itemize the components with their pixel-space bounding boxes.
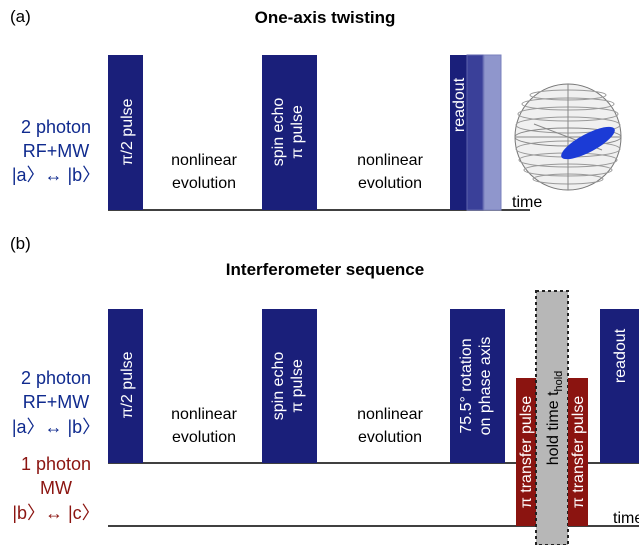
- panel-a-readout-pulse: [450, 55, 467, 210]
- panel-a-side-label-line3: |a〉↔ |b〉: [12, 165, 100, 185]
- panel-b-rotation-line1: 75.5° rotation: [458, 338, 475, 433]
- panel-b-pi-half-pulse: [108, 309, 143, 463]
- panel-a-readout-block-2: [466, 54, 484, 211]
- panel-a-side-label-line2: RF+MW: [23, 141, 90, 161]
- panel-a-readout-label: readout: [451, 77, 468, 132]
- panel-b-rotation-pulse: [450, 309, 505, 463]
- panel-a-spin-echo-line1: spin echo: [270, 98, 287, 167]
- panel-b-pi-half-pulse-label: π/2 pulse: [119, 351, 136, 418]
- panel-b-transfer-pulse-2: [568, 378, 588, 526]
- panel-b-evolution-1-line2: evolution: [172, 429, 236, 446]
- panel-a-evolution-2-line2: evolution: [358, 175, 422, 192]
- panel-a-pi-half-pulse-label: π/2 pulse: [119, 98, 136, 165]
- panel-b-blue-label-line1: 2 photon: [21, 368, 91, 388]
- panel-b-red-label-line1: 1 photon: [21, 454, 91, 474]
- panel-a-readout-block-3: [483, 54, 502, 211]
- squeezed-state-ellipse: [561, 126, 615, 160]
- panel-b-readout-pulse: [600, 309, 639, 463]
- panel-b-hold-time-label-group: hold time thold: [545, 371, 565, 466]
- panel-b-spin-echo-line2: π pulse: [289, 359, 306, 413]
- panel-b-blue-label-line3: |a〉↔ |b〉: [12, 417, 100, 437]
- panel-b-rotation-line2: on phase axis: [477, 337, 494, 436]
- panel-b-readout-label: readout: [612, 328, 629, 383]
- panel-b-red-label-line3: |b〉↔ |c〉: [12, 503, 99, 523]
- panel-b-hold-time-main: hold time t: [545, 391, 562, 465]
- panel-b-transfer-pulse-1: [516, 378, 536, 526]
- panel-b-time-label: time: [613, 510, 639, 527]
- panel-b-transfer-pulse-2-label: π transfer pulse: [570, 396, 587, 509]
- panel-b-spin-echo-line1: spin echo: [270, 352, 287, 421]
- panel-a-spin-echo-line2: π pulse: [289, 105, 306, 159]
- panel-a-evolution-2-line1: nonlinear: [357, 152, 424, 169]
- panel-a-pi-half-pulse: [108, 55, 143, 210]
- panel-a-spin-echo-pulse: [262, 55, 317, 210]
- panel-a-time-label: time: [512, 194, 542, 211]
- panel-b-transfer-pulse-1-label: π transfer pulse: [518, 396, 535, 509]
- panel-b-spin-echo-pulse: [262, 309, 317, 463]
- panel-b-evolution-2-line2: evolution: [358, 429, 422, 446]
- panel-a-label: (a): [10, 7, 31, 26]
- panel-a-title: One-axis twisting: [255, 8, 396, 27]
- panel-b-blue-label-line2: RF+MW: [23, 392, 90, 412]
- panel-b-evolution-1-line1: nonlinear: [171, 406, 238, 423]
- panel-b-title: Interferometer sequence: [226, 260, 424, 279]
- panel-b-red-label-line2: MW: [40, 478, 72, 498]
- panel-b-evolution-2-line1: nonlinear: [357, 406, 424, 423]
- panel-a-side-label-line1: 2 photon: [21, 117, 91, 137]
- panel-a-evolution-1-line1: nonlinear: [171, 152, 238, 169]
- panel-b-label: (b): [10, 234, 31, 253]
- panel-b-hold-time-sub: hold: [553, 371, 565, 392]
- panel-a-evolution-1-line2: evolution: [172, 175, 236, 192]
- panel-b-hold-time-label: hold time thold: [545, 371, 565, 466]
- bloch-sphere-icon: [514, 83, 622, 191]
